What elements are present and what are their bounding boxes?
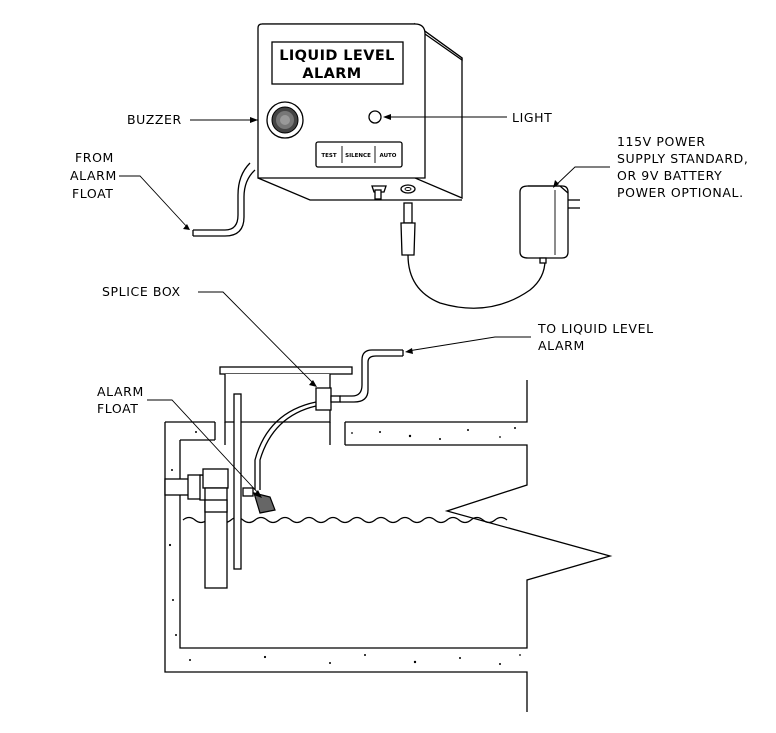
alarm-float-cable — [192, 162, 256, 237]
alarm-title-panel — [271, 41, 404, 85]
power-supply-label-line4: POWER OPTIONAL. — [617, 185, 744, 200]
light-indicator-icon — [368, 110, 382, 124]
splice-box-label: SPLICE BOX — [102, 284, 181, 299]
alarm-title-line1: LIQUID LEVEL — [279, 48, 395, 64]
splice-box — [315, 387, 332, 411]
riser-assembly — [164, 349, 404, 589]
from-alarm-float-label-line2: ALARM — [70, 168, 117, 183]
alarm-title-line2: ALARM — [302, 66, 361, 82]
buzzer-icon — [266, 101, 304, 139]
alarm-float-label-line2: FLOAT — [97, 401, 139, 416]
liquid-surface — [182, 516, 508, 524]
toggle-switch-icon[interactable] — [371, 185, 387, 200]
power-jack-icon — [400, 184, 416, 194]
alarm-unit: LIQUID LEVEL ALARM TEST SILENCE AUTO — [257, 22, 463, 201]
alarm-float-icon — [242, 487, 276, 514]
auto-button-label[interactable]: AUTO — [380, 153, 397, 159]
silence-button-label[interactable]: SILENCE — [345, 153, 371, 159]
power-cord — [400, 202, 546, 309]
power-supply-label-line2: SUPPLY STANDARD, — [617, 151, 748, 166]
concrete-texture — [168, 427, 521, 665]
light-label: LIGHT — [512, 110, 552, 125]
alarm-float-label-line1: ALARM — [97, 384, 144, 399]
power-adapter-icon — [519, 185, 580, 264]
from-alarm-float-label-line3: FLOAT — [72, 186, 114, 201]
buzzer-label: BUZZER — [127, 112, 182, 127]
power-supply-label-line1: 115V POWER — [617, 134, 706, 149]
to-liquid-level-alarm-label-line2: ALARM — [538, 338, 585, 353]
control-button-panel — [315, 141, 403, 168]
pipe-assembly — [164, 468, 229, 589]
to-liquid-level-alarm-label-line1: TO LIQUID LEVEL — [537, 321, 654, 336]
power-supply-label-line3: OR 9V BATTERY — [617, 168, 722, 183]
labels: BUZZER LIGHT FROM ALARM FLOAT 115V POWER… — [70, 110, 748, 498]
from-alarm-float-label-line1: FROM — [75, 150, 114, 165]
tank-section — [164, 380, 613, 712]
test-button-label[interactable]: TEST — [321, 153, 336, 159]
